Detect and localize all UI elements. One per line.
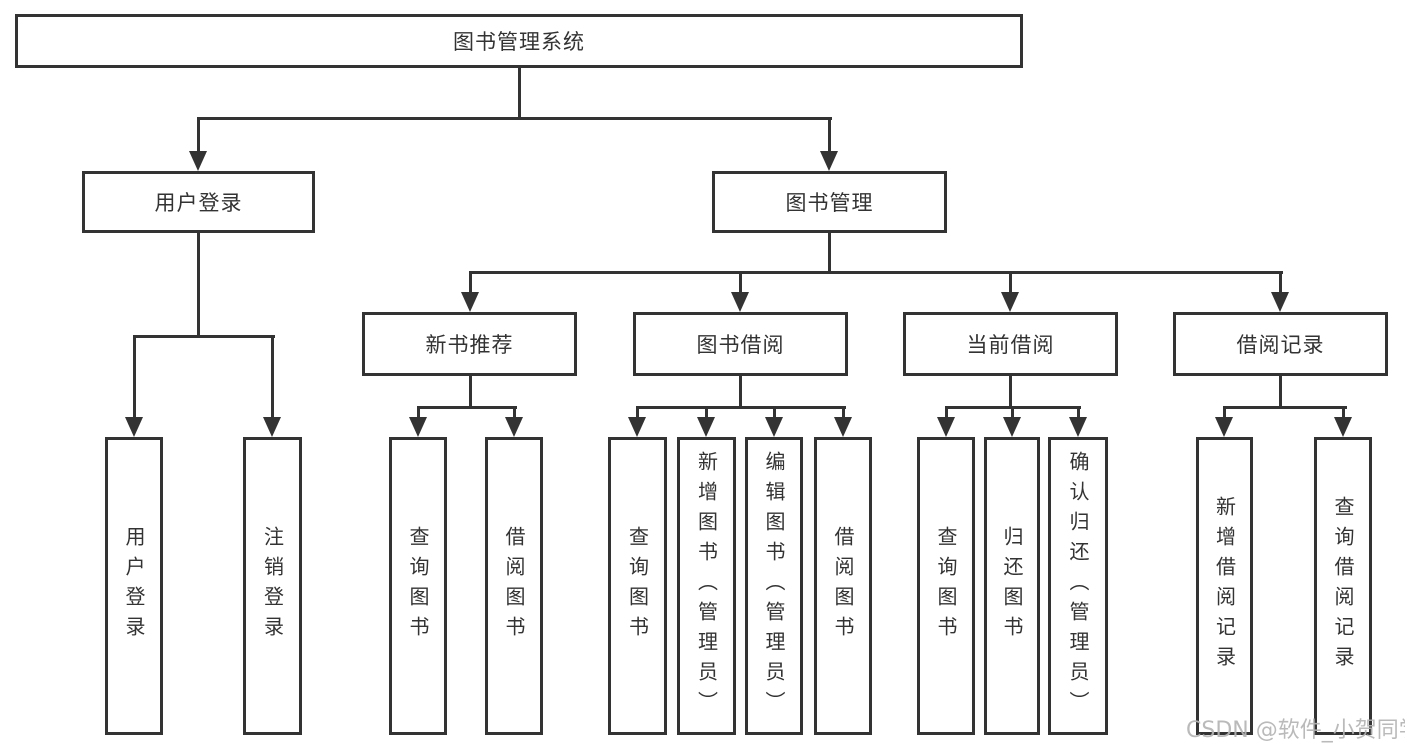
leaf-label: 注销登录 bbox=[260, 526, 285, 646]
node-leaf-query-books-borrow: 查询图书 bbox=[608, 437, 667, 735]
leaf-label: 编辑图书（管理员） bbox=[762, 451, 786, 721]
connector-drop bbox=[842, 406, 845, 417]
connector-current-borrow-stem bbox=[1009, 376, 1012, 406]
arrowhead-to-add-books bbox=[697, 417, 715, 437]
connector-drop bbox=[1077, 406, 1080, 417]
connector-book-borrow-crossbar bbox=[636, 406, 846, 409]
arrowhead-to-current-borrow bbox=[1001, 292, 1019, 312]
leaf-label: 新增图书（管理员） bbox=[694, 451, 719, 721]
leaf-label: 查询图书 bbox=[625, 526, 650, 646]
arrowhead-to-confirm-return bbox=[1069, 417, 1087, 437]
node-leaf-logout: 注销登录 bbox=[243, 437, 302, 735]
node-leaf-add-books-admin: 新增图书（管理员） bbox=[677, 437, 736, 735]
node-leaf-query-borrow-record: 查询借阅记录 bbox=[1314, 437, 1372, 735]
node-leaf-confirm-return-admin: 确认归还（管理员） bbox=[1048, 437, 1108, 735]
node-leaf-query-books-current: 查询图书 bbox=[917, 437, 975, 735]
arrowhead-to-edit-books bbox=[765, 417, 783, 437]
leaf-label: 确认归还（管理员） bbox=[1066, 451, 1090, 721]
connector-drop bbox=[1011, 406, 1014, 417]
connector-drop bbox=[705, 406, 708, 417]
node-new-book-recommend-label: 新书推荐 bbox=[425, 333, 514, 357]
connector-user-login-crossbar bbox=[133, 335, 275, 338]
connector-user-login-right-drop bbox=[271, 335, 274, 417]
node-user-login: 用户登录 bbox=[82, 171, 315, 233]
node-current-borrow: 当前借阅 bbox=[903, 312, 1118, 376]
connector-drop-new-book bbox=[469, 271, 472, 292]
leaf-label: 查询借阅记录 bbox=[1331, 496, 1355, 676]
arrowhead-to-query-record bbox=[1334, 417, 1352, 437]
arrowhead-to-book-management bbox=[820, 151, 838, 171]
node-user-login-label: 用户登录 bbox=[154, 191, 243, 215]
connector-book-borrow-stem bbox=[739, 376, 742, 406]
connector-user-login-left-drop bbox=[133, 335, 136, 417]
node-book-borrow-label: 图书借阅 bbox=[696, 333, 785, 357]
arrowhead-to-query-books-3 bbox=[937, 417, 955, 437]
connector-borrow-records-crossbar bbox=[1223, 406, 1347, 409]
connector-drop bbox=[636, 406, 639, 417]
node-leaf-edit-books-admin: 编辑图书（管理员） bbox=[745, 437, 803, 735]
node-leaf-user-login: 用户登录 bbox=[105, 437, 163, 735]
connector-book-mgmt-stem bbox=[828, 233, 831, 271]
node-current-borrow-label: 当前借阅 bbox=[966, 333, 1055, 357]
node-leaf-query-books-recommend: 查询图书 bbox=[389, 437, 447, 735]
leaf-label: 查询图书 bbox=[934, 526, 958, 646]
csdn-watermark: CSDN @软件_小贺同学 bbox=[1186, 718, 1405, 743]
connector-drop bbox=[417, 406, 420, 417]
arrowhead-to-query-books-2 bbox=[628, 417, 646, 437]
node-book-management: 图书管理 bbox=[712, 171, 947, 233]
node-leaf-borrow-books-recommend: 借阅图书 bbox=[485, 437, 543, 735]
leaf-label: 借阅图书 bbox=[502, 526, 526, 646]
connector-drop bbox=[1223, 406, 1226, 417]
connector-new-book-crossbar bbox=[417, 406, 517, 409]
node-borrow-records-label: 借阅记录 bbox=[1236, 333, 1325, 357]
node-book-management-label: 图书管理 bbox=[785, 191, 874, 215]
connector-drop bbox=[1342, 406, 1345, 417]
connector-drop-borrow-records bbox=[1279, 271, 1282, 292]
arrowhead-to-login-leaf bbox=[125, 417, 143, 437]
connector-drop bbox=[945, 406, 948, 417]
node-root-label: 图书管理系统 bbox=[453, 30, 585, 54]
arrowhead-to-new-book bbox=[461, 292, 479, 312]
arrowhead-to-borrow-books-1 bbox=[505, 417, 523, 437]
arrowhead-to-borrow-records bbox=[1271, 292, 1289, 312]
leaf-label: 归还图书 bbox=[1000, 526, 1024, 646]
connector-borrow-records-stem bbox=[1279, 376, 1282, 406]
arrowhead-to-return-books bbox=[1003, 417, 1021, 437]
arrowhead-to-query-books-1 bbox=[409, 417, 427, 437]
connector-book-mgmt-crossbar bbox=[469, 271, 1283, 274]
arrowhead-to-add-record bbox=[1215, 417, 1233, 437]
node-borrow-records: 借阅记录 bbox=[1173, 312, 1388, 376]
arrowhead-to-logout-leaf bbox=[263, 417, 281, 437]
connector-drop bbox=[513, 406, 516, 417]
arrowhead-to-user-login bbox=[189, 151, 207, 171]
arrowhead-to-book-borrow bbox=[731, 292, 749, 312]
connector-drop bbox=[773, 406, 776, 417]
node-new-book-recommend: 新书推荐 bbox=[362, 312, 577, 376]
connector-new-book-stem bbox=[469, 376, 472, 406]
leaf-label: 新增借阅记录 bbox=[1212, 496, 1237, 676]
connector-drop-current-borrow bbox=[1009, 271, 1012, 292]
node-leaf-borrow-books-borrow: 借阅图书 bbox=[814, 437, 872, 735]
connector-root-crossbar bbox=[197, 117, 832, 120]
connector-drop-book-borrow bbox=[739, 271, 742, 292]
connector-root-stem bbox=[518, 68, 521, 117]
leaf-label: 用户登录 bbox=[122, 526, 146, 646]
leaf-label: 借阅图书 bbox=[831, 526, 855, 646]
node-leaf-return-books: 归还图书 bbox=[984, 437, 1040, 735]
node-leaf-add-borrow-record: 新增借阅记录 bbox=[1196, 437, 1253, 735]
connector-root-left-drop bbox=[197, 117, 200, 151]
connector-user-login-stem bbox=[197, 233, 200, 335]
leaf-label: 查询图书 bbox=[406, 526, 430, 646]
node-book-borrow: 图书借阅 bbox=[633, 312, 848, 376]
connector-root-right-drop bbox=[828, 117, 831, 151]
node-root: 图书管理系统 bbox=[15, 14, 1023, 68]
arrowhead-to-borrow-books-2 bbox=[834, 417, 852, 437]
